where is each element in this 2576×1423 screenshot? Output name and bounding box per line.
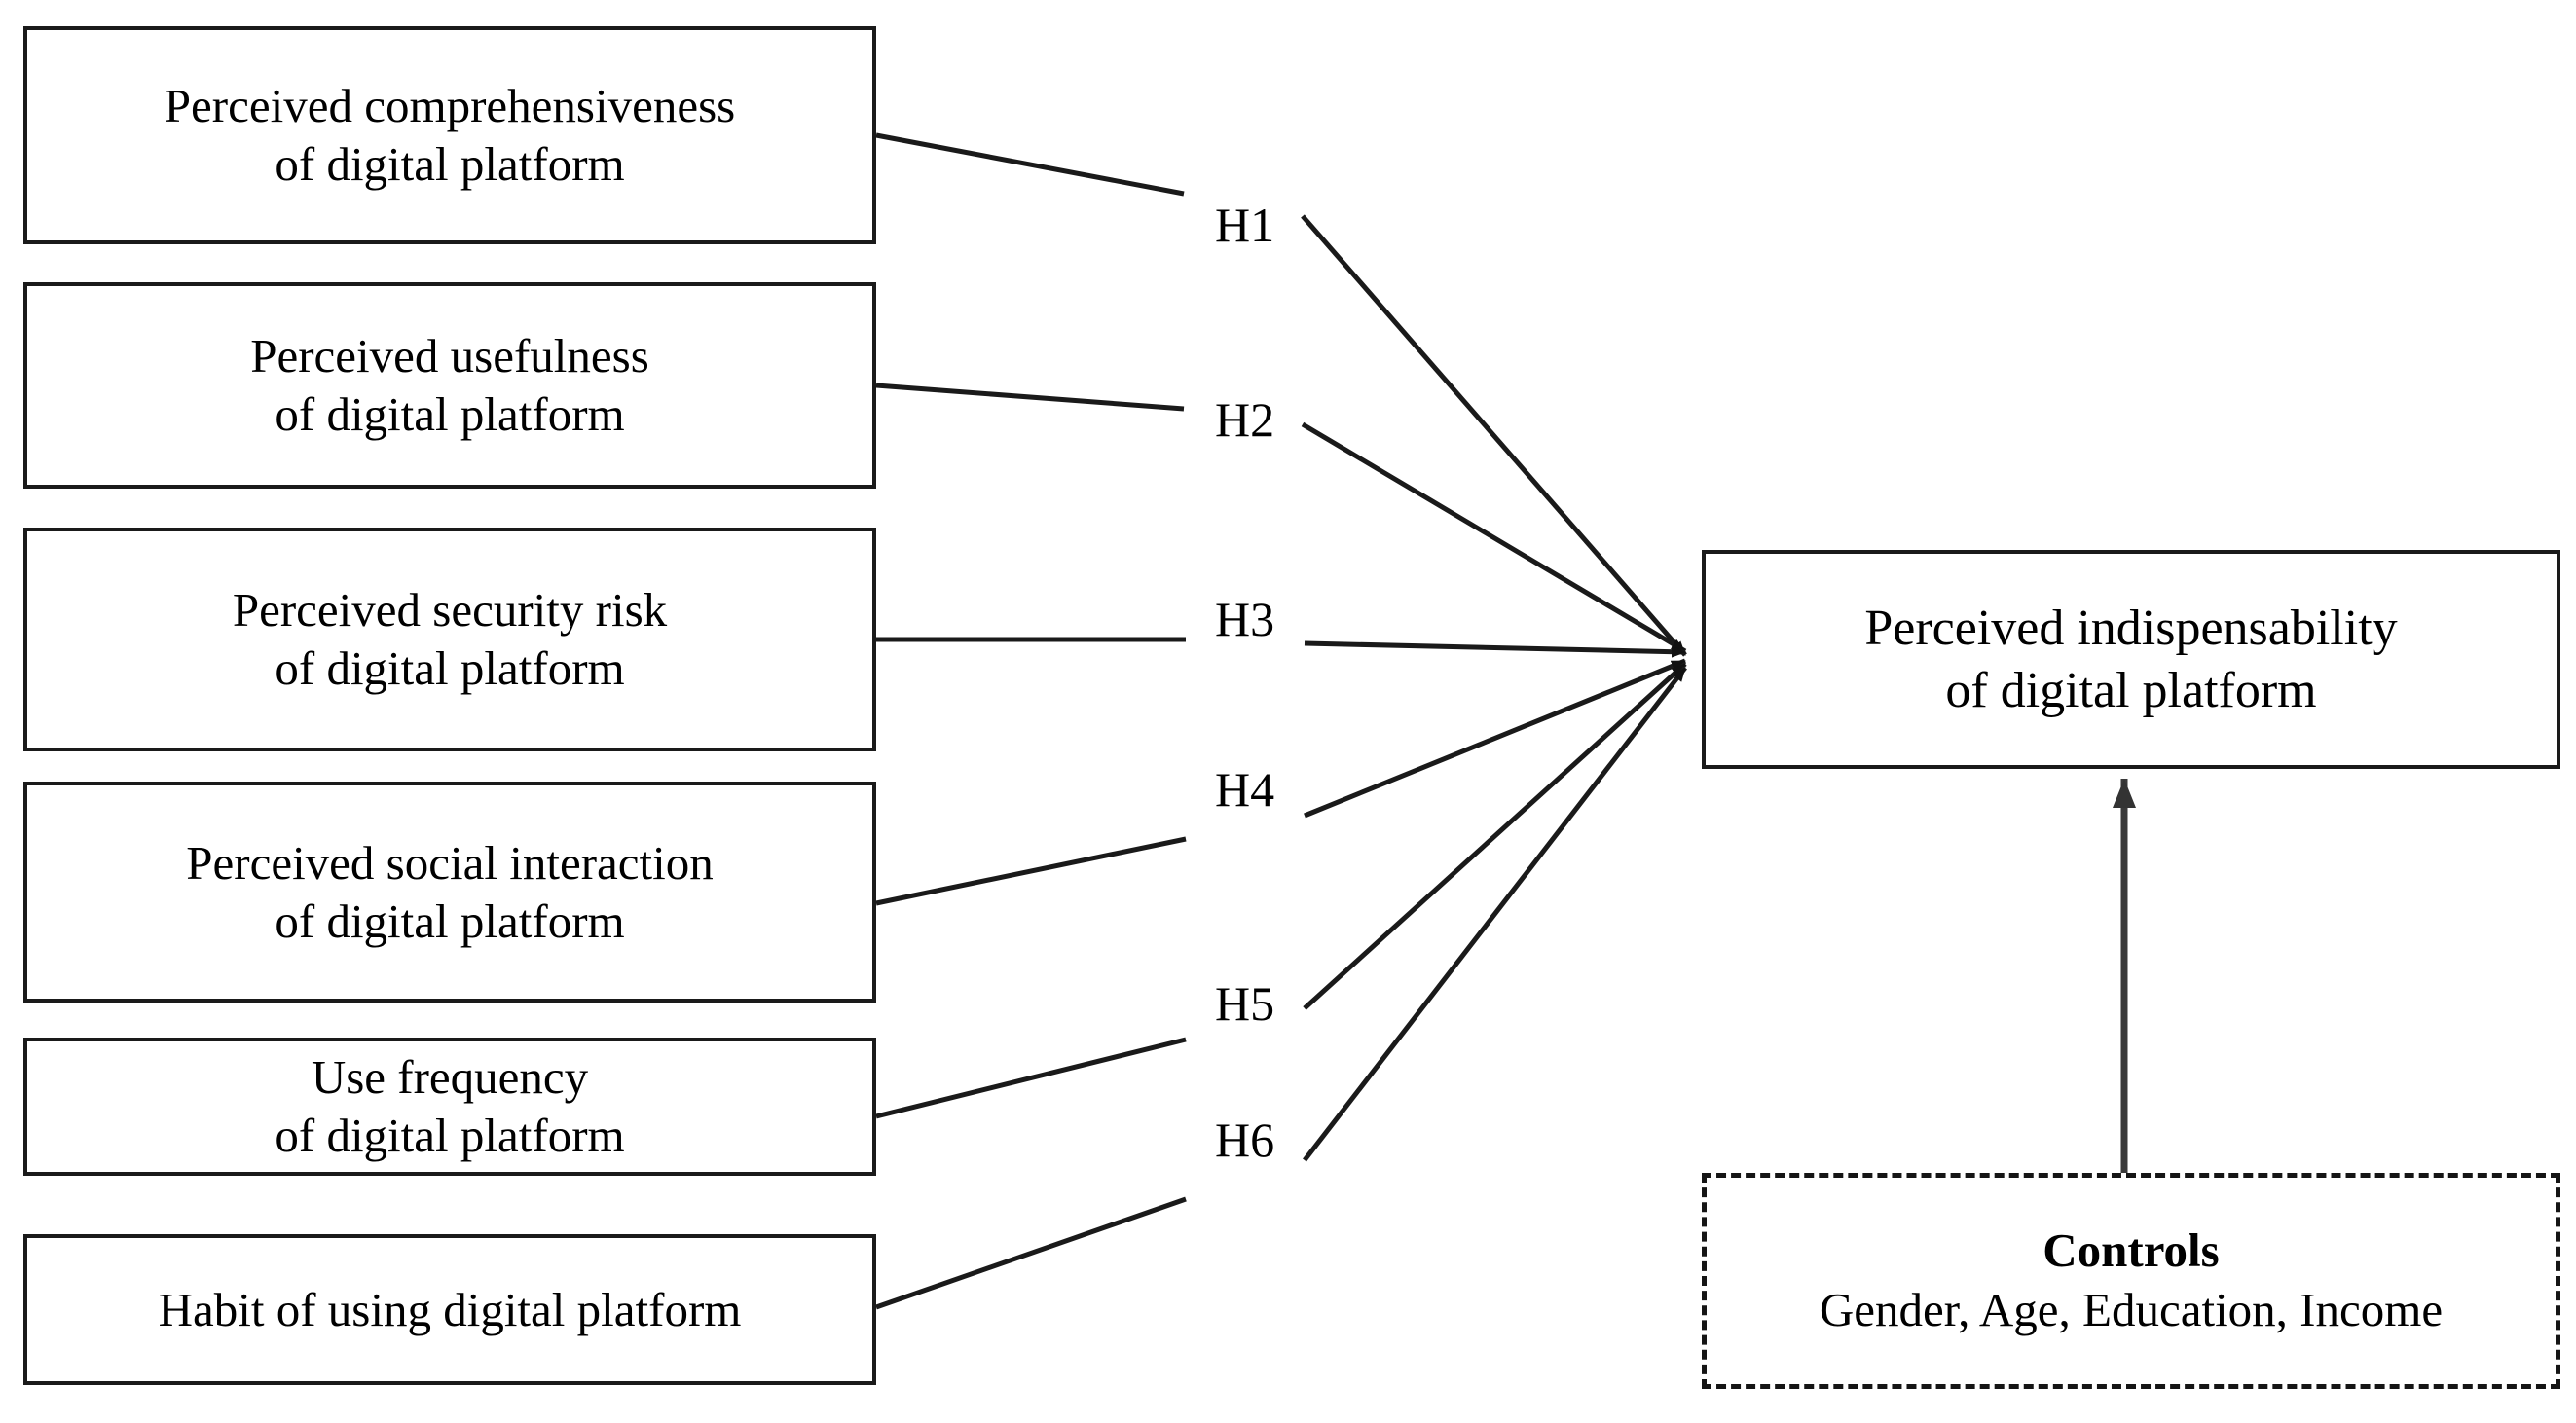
path-h2-segment-b xyxy=(1301,421,1687,654)
node-perceived-comprehensiveness[interactable]: Perceived comprehensiveness of digital p… xyxy=(23,26,876,244)
node-label-line1: Perceived security risk xyxy=(232,583,668,638)
node-label-line2: of digital platform xyxy=(275,894,625,948)
path-h4-segment-a xyxy=(875,836,1187,906)
hypothesis-label-h6: H6 xyxy=(1203,1110,1287,1170)
path-h5-segment-a xyxy=(875,1037,1187,1119)
node-perceived-indispensability[interactable]: Perceived indispensability of digital pl… xyxy=(1702,550,2560,769)
path-h2-segment-a xyxy=(875,383,1185,412)
hypothesis-label-h4: H4 xyxy=(1203,759,1287,820)
node-perceived-usefulness[interactable]: Perceived usefulness of digital platform xyxy=(23,282,876,489)
controls-title: Controls xyxy=(2042,1223,2220,1278)
path-h1-segment-a xyxy=(875,132,1185,197)
path-h6-segment-b xyxy=(1303,666,1687,1162)
path-h1-segment-b xyxy=(1301,214,1687,657)
hypothesis-label-h1: H1 xyxy=(1203,195,1287,255)
node-controls[interactable]: Controls Gender, Age, Education, Income xyxy=(1702,1173,2560,1389)
outcome-label-line1: Perceived indispensability xyxy=(1864,601,2398,657)
node-label-line2: of digital platform xyxy=(275,1109,625,1162)
node-use-frequency[interactable]: Use frequency of digital platform xyxy=(23,1038,876,1176)
hypothesis-label-h3: H3 xyxy=(1203,589,1287,649)
node-label-line1: Perceived comprehensiveness xyxy=(164,79,736,133)
outcome-label-line2: of digital platform xyxy=(1945,662,2317,718)
node-habit-of-using-digital-platform[interactable]: Habit of using digital platform xyxy=(23,1234,876,1385)
node-perceived-social-interaction[interactable]: Perceived social interaction of digital … xyxy=(23,782,876,1003)
controls-items: Gender, Age, Education, Income xyxy=(1819,1283,2444,1336)
node-label-line2: of digital platform xyxy=(275,641,625,695)
hypothesis-label-h2: H2 xyxy=(1203,389,1287,450)
path-h6-segment-a xyxy=(875,1196,1187,1310)
path-h3-segment-b xyxy=(1304,640,1686,658)
node-label-line1: Perceived social interaction xyxy=(186,835,714,890)
node-label-line1: Perceived usefulness xyxy=(250,329,649,383)
hypothesis-label-h5: H5 xyxy=(1203,973,1287,1034)
node-label-line2: of digital platform xyxy=(275,387,625,441)
path-h5-segment-b xyxy=(1303,662,1687,1010)
node-label-line2: of digital platform xyxy=(275,137,625,191)
node-label-line1: Use frequency xyxy=(311,1050,589,1105)
node-perceived-security-risk[interactable]: Perceived security risk of digital platf… xyxy=(23,528,876,751)
node-label-line1: Habit of using digital platform xyxy=(158,1282,742,1336)
path-h4-segment-b xyxy=(1304,658,1686,819)
